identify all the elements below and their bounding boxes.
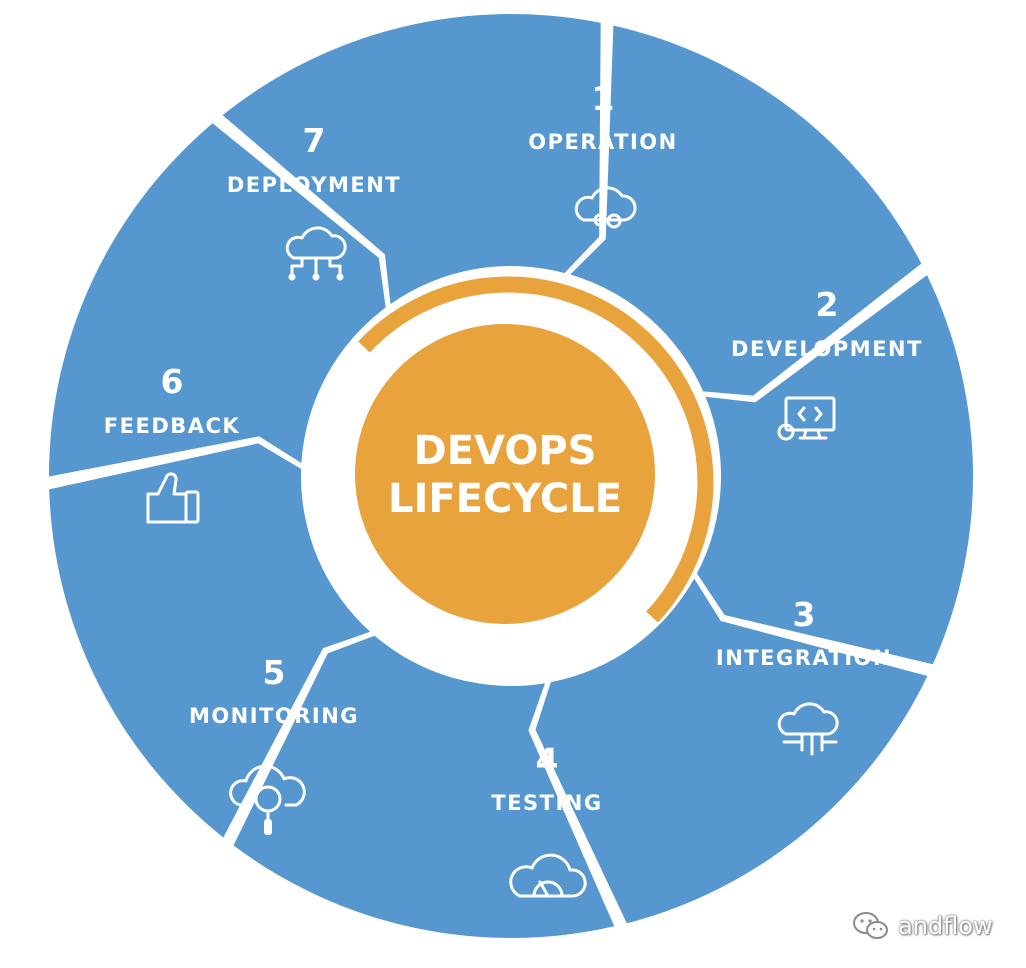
cloud-magnifier-icon	[229, 764, 306, 835]
stage-operation: 1 OPERATION	[528, 79, 677, 229]
monitor-code-gear-icon	[777, 396, 836, 441]
cloud-gauge-icon	[509, 853, 587, 898]
stage-integration: 3 INTEGRATION	[716, 595, 892, 756]
segment-1	[570, 25, 922, 396]
stage-label: MONITORING	[189, 704, 359, 728]
stage-number: 5	[263, 653, 286, 692]
stage-label: INTEGRATION	[716, 646, 892, 670]
segment-2	[697, 275, 973, 665]
center-circle	[355, 324, 655, 624]
segment-4	[233, 635, 615, 939]
segment-7	[222, 14, 601, 304]
stage-number: 1	[592, 79, 615, 118]
cloud-network-icon	[285, 226, 347, 281]
center-title-line1: DEVOPS	[414, 428, 597, 474]
segment-5	[49, 443, 371, 838]
cloud-gears-icon	[574, 186, 637, 229]
stage-development: 2 DEVELOPMENT	[731, 285, 923, 441]
watermark: andflow	[852, 908, 993, 944]
stage-monitoring: 5 MONITORING	[189, 653, 359, 835]
stage-label: DEVELOPMENT	[731, 337, 923, 361]
stage-label: OPERATION	[528, 130, 677, 154]
stage-deployment: 7 DEPLOYMENT	[227, 121, 401, 281]
segment-3	[535, 578, 928, 924]
stage-testing: 4 TESTING	[491, 741, 602, 898]
stage-label: TESTING	[491, 791, 602, 815]
stage-number: 6	[161, 362, 184, 401]
cloud-circuit-icon	[777, 702, 839, 756]
stage-label: DEPLOYMENT	[227, 173, 401, 197]
stage-feedback: 6 FEEDBACK	[104, 362, 240, 524]
stage-number: 4	[536, 741, 559, 780]
segments-group	[48, 14, 973, 939]
thumbs-up-icon	[146, 472, 200, 524]
stage-number: 7	[303, 121, 326, 160]
stage-number: 3	[793, 595, 816, 634]
wechat-icon	[853, 912, 888, 939]
stage-label: FEEDBACK	[104, 414, 240, 438]
watermark-text: andflow	[898, 912, 993, 940]
stage-number: 2	[816, 285, 839, 324]
center-title-line2: LIFECYCLE	[388, 476, 622, 522]
segment-6	[48, 123, 386, 477]
center-ring-arc	[358, 276, 714, 623]
